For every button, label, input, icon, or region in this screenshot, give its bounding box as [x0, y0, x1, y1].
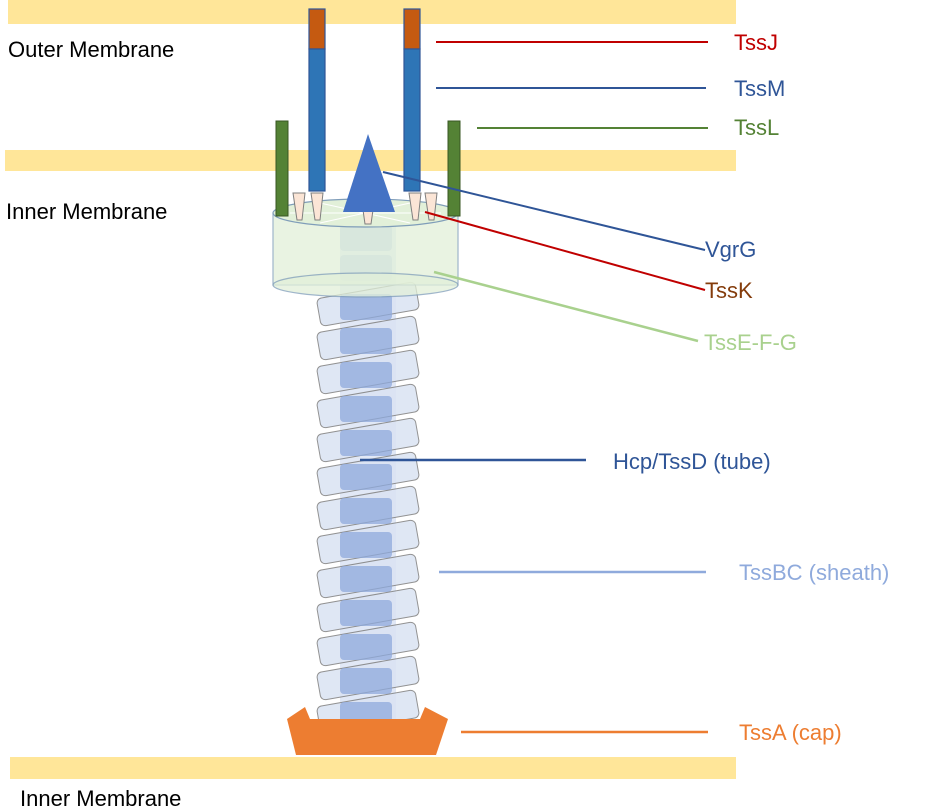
tssk-leader-line	[424, 211, 706, 291]
vgrg-leader-line	[382, 171, 706, 251]
tssefg-leader-line	[433, 270, 699, 343]
hcp-tube-ring	[340, 634, 392, 660]
hcp-tube-ring	[340, 532, 392, 558]
outer-membrane-label: Outer Membrane	[8, 37, 174, 62]
hcp-tube-ring	[340, 294, 392, 320]
hcp-tube-ring	[340, 328, 392, 354]
tssj-label: TssJ	[734, 30, 778, 55]
hcp-tube-ring	[340, 396, 392, 422]
tssa-label: TssA (cap)	[739, 720, 842, 745]
vgrg-label: VgrG	[705, 237, 756, 262]
hcp-tube-ring	[340, 464, 392, 490]
tssl-left	[275, 120, 289, 217]
hcp-tube-ring	[340, 566, 392, 592]
tssm-tssj-right	[403, 8, 421, 192]
tssl-right	[447, 120, 461, 217]
tssa-cap	[287, 707, 448, 755]
inner-membrane-bottom-label: Inner Membrane	[20, 786, 181, 810]
vgrg-spike	[343, 134, 395, 212]
hcp-tube-ring	[340, 362, 392, 388]
inner-membrane-top-label: Inner Membrane	[6, 199, 167, 224]
hcp-tube-ring	[340, 668, 392, 694]
hcp-tube-ring	[340, 498, 392, 524]
tssbc-label: TssBC (sheath)	[739, 560, 889, 585]
inner-membrane-bottom	[10, 757, 736, 779]
tssm-label: TssM	[734, 76, 785, 101]
tssl-label: TssL	[734, 115, 779, 140]
hcp-tube-ring	[340, 600, 392, 626]
hcp-tube-ring	[340, 430, 392, 456]
hcp-label: Hcp/TssD (tube)	[613, 449, 771, 474]
tssefg-label: TssE-F-G	[704, 330, 797, 355]
tssk-label: TssK	[705, 278, 753, 303]
tssm-tssj-left	[308, 8, 326, 192]
outer-membrane	[8, 0, 736, 24]
